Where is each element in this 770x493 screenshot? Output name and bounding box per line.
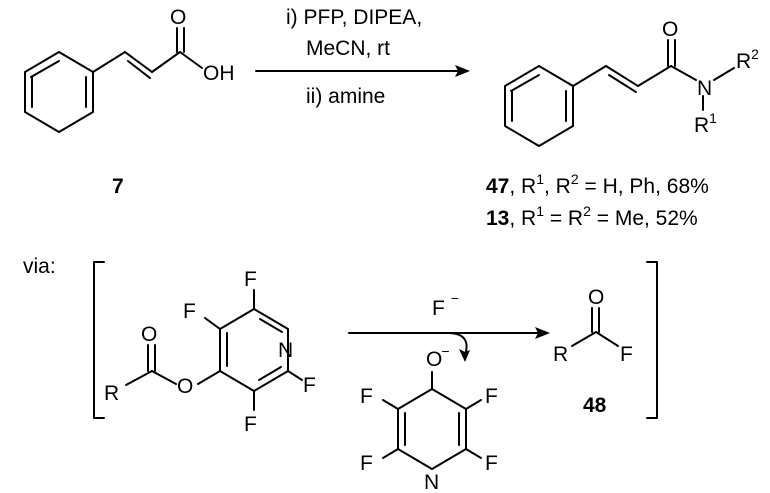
acyl-r: R: [553, 343, 568, 366]
pfp-ester-intermediate: F F N F F O O R: [104, 268, 316, 436]
ester-f-2: F: [244, 268, 257, 291]
phenoxide-f-tr: F: [485, 385, 498, 408]
phenoxide-f-br: F: [485, 452, 498, 475]
product-13-caption: 13, R1 = R2 = Me, 52%: [486, 203, 698, 230]
condition-line-1: i) PFP, DIPEA,: [286, 6, 422, 29]
acyl-o: O: [588, 286, 604, 309]
fluoride-reagent: F−: [432, 290, 459, 320]
amide-n: N: [697, 77, 712, 100]
ester-f-5: F: [303, 374, 316, 397]
r1-substituent: R1: [694, 110, 717, 137]
phenoxide-o: O−: [426, 343, 450, 371]
benzene-ring-7: [24, 51, 94, 133]
benzene-ring-product: [504, 65, 574, 147]
vinyl-double-bond: [124, 51, 153, 73]
acyl-f: F: [620, 343, 633, 366]
phenoxide-leaving-group: O− F F F F N: [360, 343, 498, 493]
phenoxide-n: N: [424, 471, 439, 493]
right-bracket: [646, 261, 658, 419]
acid-carbonyl-o: O: [170, 6, 186, 29]
ester-o-link: O: [177, 375, 193, 398]
via-label: via:: [23, 255, 56, 278]
label-7: 7: [112, 175, 124, 198]
condition-line-3: ii) amine: [306, 85, 385, 108]
ester-ring-n: N: [278, 339, 293, 362]
product-47-caption: 47, R1, R2 = H, Ph, 68%: [486, 171, 709, 198]
ester-f-6: F: [244, 413, 257, 436]
left-bracket: [93, 261, 105, 419]
acid-oh: OH: [203, 62, 235, 85]
phenoxide-f-bl: F: [360, 452, 373, 475]
cinnamamide-product: O N R2 R1: [504, 18, 759, 147]
pyridine-ring-phenoxide: [397, 388, 467, 470]
vinyl-bond-1: [92, 51, 126, 73]
r2-substituent: R2: [736, 46, 759, 73]
phenoxide-f-tl: F: [360, 385, 373, 408]
condition-line-2: MeCN, rt: [306, 37, 390, 60]
reaction-arrow-bottom-head: [535, 327, 550, 339]
cinnamic-acid-7: O OH: [24, 6, 235, 133]
acyl-fluoride-48: O R F: [553, 286, 633, 366]
carbonyl-carbon-bond: [151, 51, 181, 73]
ester-carbonyl-o: O: [141, 323, 157, 346]
ester-f-3: F: [183, 300, 196, 323]
reaction-arrow-top-head: [455, 65, 470, 77]
label-48: 48: [583, 394, 607, 417]
ester-r-group: R: [104, 382, 119, 405]
amide-o: O: [662, 18, 678, 41]
